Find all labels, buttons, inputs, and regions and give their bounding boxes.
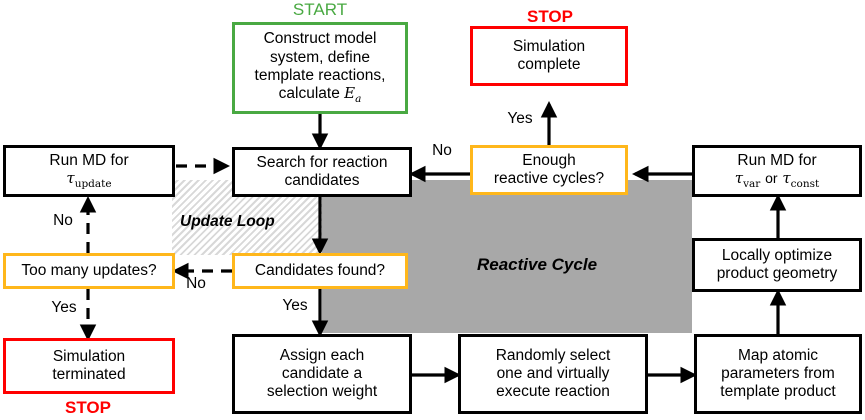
edge-label-no-from-enough: No: [432, 142, 452, 159]
node-simulation-complete[interactable]: Simulation complete: [470, 26, 628, 86]
tau-var-const-symbol: τvar or τconst: [734, 168, 820, 190]
node-construct-line-1: Construct model: [263, 30, 377, 48]
tau-update-symbol: τupdate: [66, 168, 112, 190]
start-caption: START: [292, 0, 348, 19]
node-assign-line-2: candidate a: [281, 364, 363, 382]
node-randomly-select-line-3: execute reaction: [496, 383, 610, 401]
edge-label-yes-to-complete: Yes: [507, 110, 533, 127]
node-simulation-terminated-line-2: terminated: [52, 366, 126, 383]
edge-label-no-update-to-run: No: [53, 212, 73, 229]
node-too-many-updates[interactable]: Too many updates?: [3, 253, 175, 289]
node-locally-optimize[interactable]: Locally optimize product geometry: [692, 238, 862, 292]
node-construct-line-4: calculate Ea: [278, 84, 362, 106]
node-randomly-select-line-2: one and virtually: [496, 364, 610, 382]
node-run-md-var-const[interactable]: Run MD for τvar or τconst: [692, 145, 862, 197]
node-map-atomic-parameters[interactable]: Map atomic parameters from template prod…: [694, 334, 862, 414]
node-randomly-select-line-1: Randomly select: [495, 346, 611, 364]
node-search-candidates[interactable]: Search for reaction candidates: [232, 147, 412, 197]
node-search-candidates-line-1: Search for reaction: [256, 153, 388, 171]
node-search-candidates-line-2: candidates: [284, 172, 360, 189]
node-construct-line-4-text: calculate: [278, 85, 340, 103]
reactive-cycle-region-bar-right: [617, 180, 692, 333]
activation-energy-symbol: Ea: [344, 84, 362, 106]
edge-label-no-candidates: No: [186, 275, 206, 292]
edge-label-yes-too-many-down: Yes: [51, 299, 77, 316]
node-simulation-terminated-line-1: Simulation: [52, 347, 126, 365]
node-randomly-select[interactable]: Randomly select one and virtually execut…: [458, 334, 648, 414]
stop-caption-bottom: STOP: [65, 398, 111, 417]
node-map-atomic-line-3: template product: [720, 383, 836, 401]
node-run-md-update-line-1: Run MD for: [49, 151, 129, 169]
node-locally-optimize-line-2: product geometry: [716, 265, 838, 282]
edge-label-yes-candidates-down: Yes: [282, 297, 308, 314]
node-enough-reactive-cycles-line-1: Enough: [522, 151, 576, 169]
node-simulation-complete-line-1: Simulation: [512, 37, 586, 55]
node-construct-line-2: system, define: [270, 48, 370, 66]
node-simulation-terminated[interactable]: Simulation terminated: [3, 338, 175, 394]
node-assign-selection-weight[interactable]: Assign each candidate a selection weight: [232, 334, 412, 414]
node-construct-model-system[interactable]: Construct model system, define template …: [232, 22, 408, 114]
node-candidates-found[interactable]: Candidates found?: [232, 253, 408, 289]
node-candidates-found-line-1: Candidates found?: [254, 261, 386, 279]
node-simulation-complete-line-2: complete: [517, 56, 581, 73]
node-assign-line-1: Assign each: [279, 346, 365, 364]
update-loop-label: Update Loop: [180, 213, 275, 230]
node-map-atomic-line-1: Map atomic: [737, 346, 819, 364]
node-enough-reactive-cycles[interactable]: Enough reactive cycles?: [470, 145, 628, 195]
node-assign-line-3: selection weight: [266, 383, 378, 401]
node-locally-optimize-line-1: Locally optimize: [721, 246, 833, 264]
node-map-atomic-line-2: parameters from: [721, 364, 835, 382]
node-run-md-var-const-line-1: Run MD for: [737, 151, 817, 169]
stop-caption-top: STOP: [527, 7, 573, 26]
node-run-md-update[interactable]: Run MD for τupdate: [3, 145, 175, 197]
node-enough-reactive-cycles-line-2: reactive cycles?: [493, 170, 605, 187]
reactive-cycle-label: Reactive Cycle: [477, 255, 598, 274]
node-too-many-updates-line-1: Too many updates?: [21, 261, 157, 279]
node-construct-line-3: template reactions,: [254, 66, 386, 84]
